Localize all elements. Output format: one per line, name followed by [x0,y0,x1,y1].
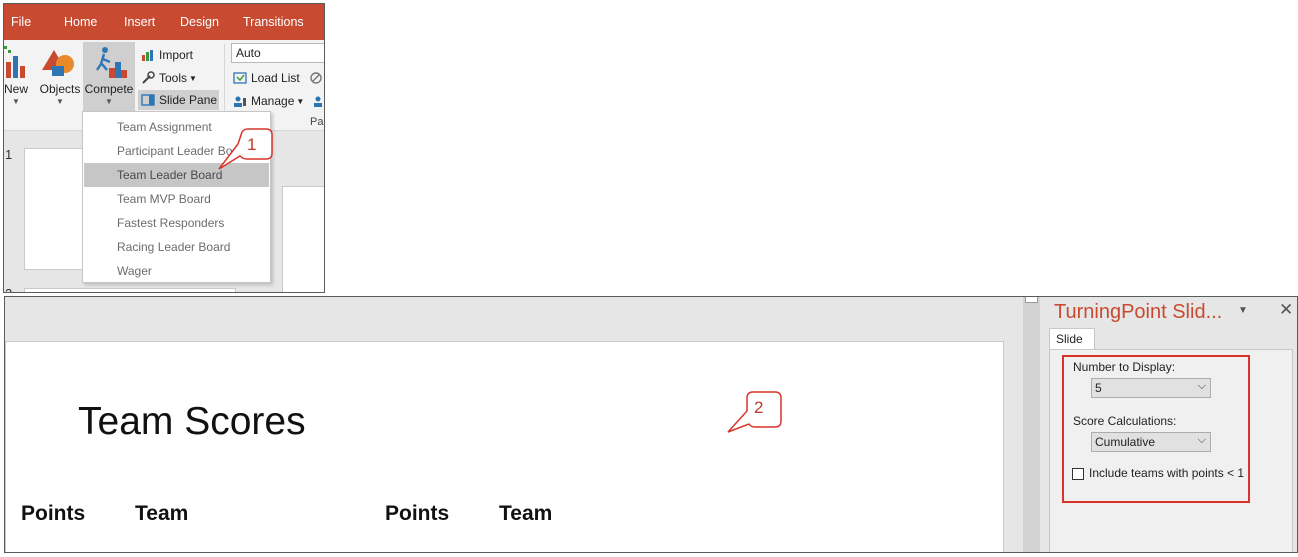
pane-icon [141,93,155,107]
ribbon-screenshot: File Home Insert Design Transitions New … [3,3,325,293]
slide-pane-label: Slide Pane [159,93,218,107]
wrench-icon [141,71,155,85]
tools-label: Tools [159,71,188,85]
slide-canvas [282,186,324,292]
compete-button[interactable]: Compete ▼ [83,42,135,112]
callout-bubble [727,391,782,433]
shapes-icon [38,42,82,82]
include-teams-checkbox[interactable] [1072,468,1084,480]
slide-thumbnail[interactable] [24,288,236,292]
slide-canvas: Team Scores Points Team Points Team 2 [5,341,1004,552]
callout-number: 1 [247,135,257,154]
menu-item-wager[interactable]: Wager [117,264,152,278]
tab-design[interactable]: Design [180,15,219,29]
task-pane-body: Number to Display: 5 ⌵ Score Calculation… [1049,349,1293,552]
score-calculations-label: Score Calculations: [1073,414,1177,428]
menu-item-team-assignment[interactable]: Team Assignment [117,120,212,134]
menu-item-fastest-responders[interactable]: Fastest Responders [117,216,225,230]
select-value: Cumulative [1095,435,1156,449]
menu-item-team-leader-board[interactable]: Team Leader Board [84,163,269,187]
chevron-down-icon: ▼ [189,73,197,83]
group-label: Pa [310,116,324,128]
import-label: Import [159,48,194,62]
menu-item-participant-leader-board[interactable]: Participant Leader Boa [117,144,240,158]
tools-button[interactable]: Tools ▼ [141,68,197,88]
import-button[interactable]: Import [141,45,193,65]
load-list-label: Load List [251,71,300,85]
participants-icon[interactable] [313,91,323,111]
slide-thumbnail[interactable] [24,148,86,270]
tab-file[interactable]: File [11,15,32,29]
chevron-down-icon: ▼ [296,96,305,106]
slide-number: 1 [5,147,13,162]
slide-number: 2 [5,286,12,292]
chevron-down-icon: ⌵ [1197,434,1206,446]
close-icon[interactable]: ✕ [1279,300,1294,319]
slide-editor-screenshot: Team Scores Points Team Points Team 2 Tu… [4,296,1298,553]
manage-button[interactable]: Manage ▼ [233,91,304,111]
slide-title[interactable]: Team Scores [78,400,306,443]
session-input[interactable]: Auto [231,43,324,63]
callout-bubble [218,128,273,170]
new-button[interactable]: New ▼ [3,42,34,106]
objects-button[interactable]: Objects ▼ [38,42,82,106]
tab-insert[interactable]: Insert [124,15,156,29]
compete-label: Compete [84,82,134,96]
runner-podium-icon [83,42,135,82]
chevron-down-icon: ⌵ [1197,380,1206,392]
new-label: New [3,82,28,96]
ribbon-tab-bar: File Home Insert Design Transitions [4,4,324,40]
menu-item-team-mvp-board[interactable]: Team MVP Board [117,192,211,206]
number-to-display-select[interactable]: 5 ⌵ [1091,378,1211,398]
chevron-down-icon: ▼ [105,97,113,106]
number-to-display-label: Number to Display: [1073,360,1176,374]
menu-item-racing-leader-board[interactable]: Racing Leader Board [117,240,231,254]
vertical-scrollbar[interactable] [1023,297,1040,552]
import-icon [141,48,155,62]
include-teams-label: Include teams with points < 1 [1089,466,1245,480]
column-header-points: Points [385,502,450,525]
column-header-team: Team [135,502,189,525]
callout-number: 2 [754,398,764,417]
chart-icon [4,42,34,82]
tab-slide[interactable]: Slide [1049,328,1095,350]
chevron-down-icon: ▼ [56,97,64,106]
manage-label: Manage [251,94,295,108]
highlight-box [1062,355,1250,503]
column-header-team: Team [499,502,553,525]
tab-transitions[interactable]: Transitions [243,15,304,29]
group-divider [224,44,225,126]
objects-label: Objects [39,82,81,96]
load-list-button[interactable]: Load List [233,68,300,88]
scrollbar-thumb[interactable] [1025,297,1038,303]
chevron-down-icon: ▼ [12,97,20,106]
task-pane-title: TurningPoint Slid... [1054,301,1223,323]
turningpoint-task-pane: TurningPoint Slid... ▼ ✕ Slide Number to… [1040,297,1297,552]
column-header-points: Points [21,502,86,525]
select-value: 5 [1095,381,1102,395]
load-list-icon [233,71,247,85]
manage-icon [233,94,247,108]
slide-pane-button[interactable]: Slide Pane [138,90,219,110]
cancel-icon[interactable] [309,68,323,88]
chevron-down-icon[interactable]: ▼ [1238,305,1248,316]
tab-home[interactable]: Home [64,15,98,29]
ribbon-body: New ▼ Objects ▼ [4,40,324,131]
score-calculations-select[interactable]: Cumulative ⌵ [1091,432,1211,452]
